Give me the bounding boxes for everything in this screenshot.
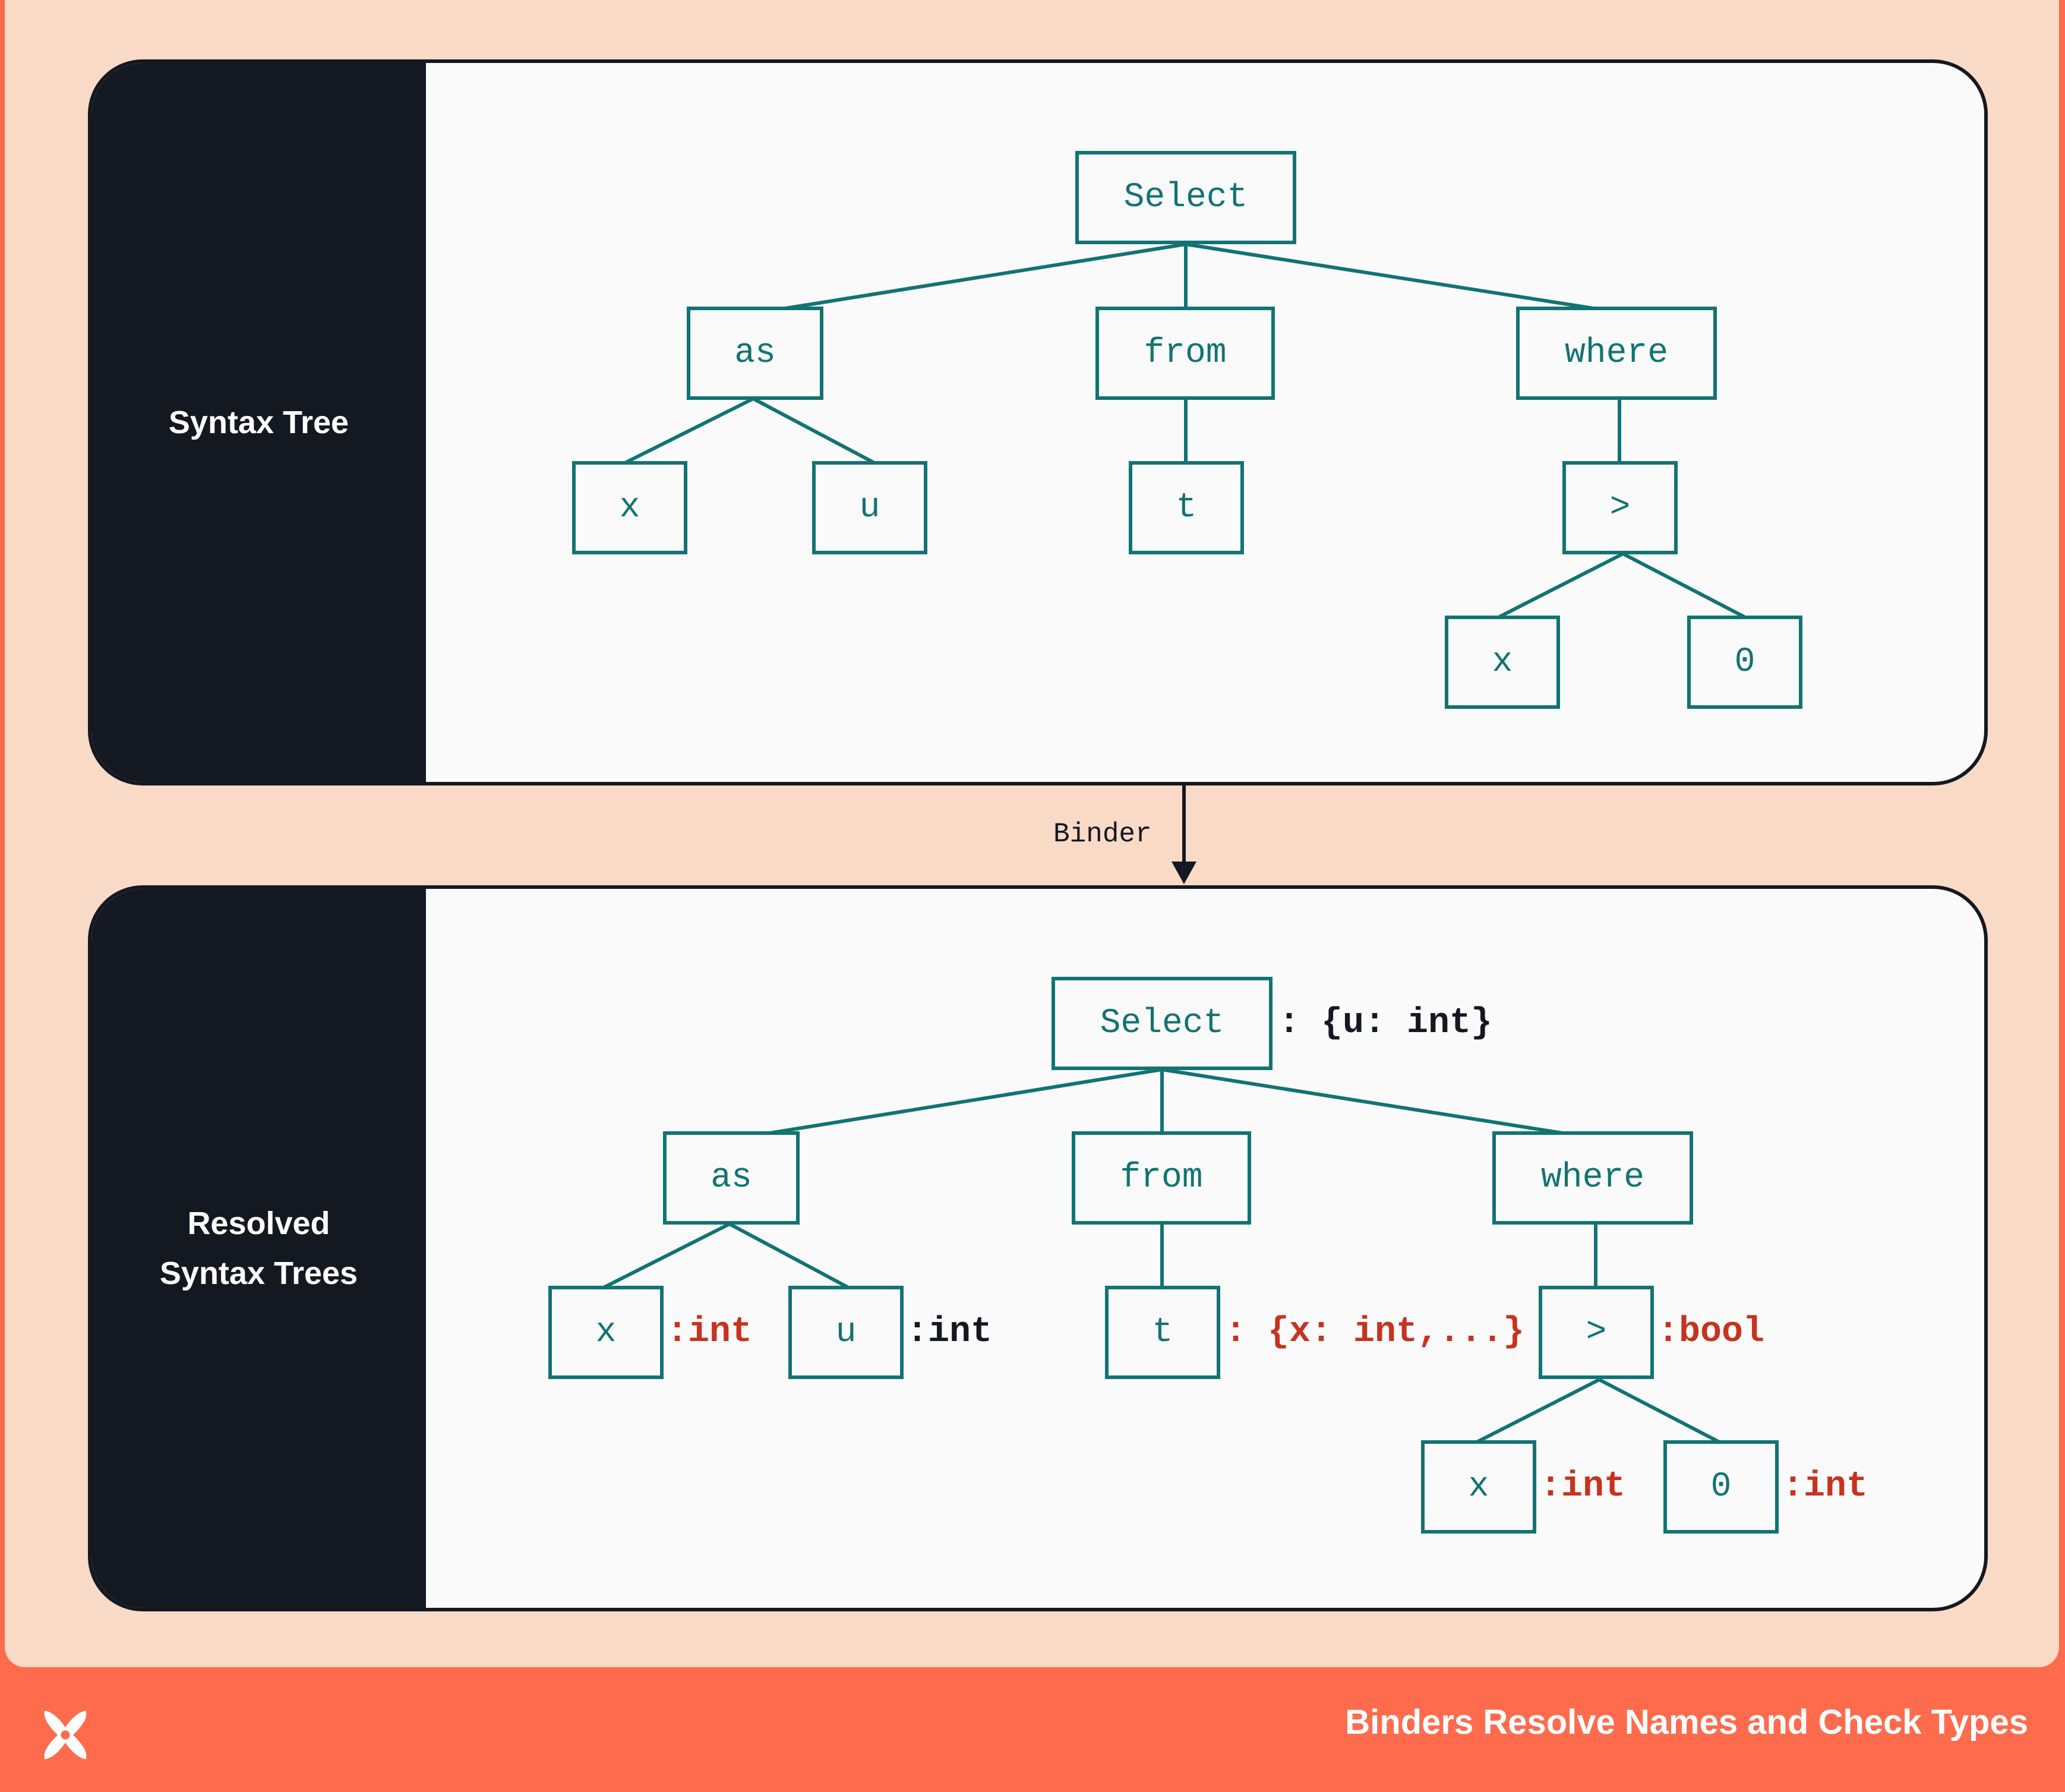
edge-select-as <box>736 1068 1163 1140</box>
binder-arrow <box>1172 785 1196 884</box>
resolved-tree-panel: Resolved Syntax Trees Select <box>88 885 1988 1611</box>
node-from: from <box>1095 307 1275 400</box>
node-zero: 0 <box>1687 616 1802 709</box>
node-gt: > <box>1562 461 1678 554</box>
node-x: x <box>572 461 687 554</box>
edge-as-u <box>728 1222 851 1290</box>
node-where: where <box>1516 307 1717 400</box>
resolved-tree-label: Resolved Syntax Trees <box>91 889 426 1608</box>
edge-gt-x <box>1474 1378 1600 1444</box>
node-x2: x <box>1445 616 1560 709</box>
type-u: :int <box>907 1312 993 1352</box>
type-t: : {x: int,...} <box>1225 1312 1525 1352</box>
node-gt: > <box>1539 1286 1654 1379</box>
footer-title: Binders Resolve Names and Check Types <box>1345 1703 2028 1741</box>
edge-as-x <box>625 397 754 464</box>
node-t: t <box>1129 461 1244 554</box>
binder-label: Binder <box>1053 819 1152 850</box>
node-x: x <box>548 1286 664 1379</box>
node-zero: 0 <box>1663 1440 1779 1534</box>
type-x2: :int <box>1540 1466 1626 1507</box>
node-from: from <box>1072 1131 1251 1225</box>
syntax-tree-panel: Syntax Tree Select a <box>88 59 1988 785</box>
edge-select-where <box>1185 242 1621 314</box>
syntax-tree-label: Syntax Tree <box>91 63 426 782</box>
syntax-tree: Select as from where x u t > x 0 <box>91 63 1984 782</box>
type-gt: :bool <box>1657 1312 1765 1352</box>
edge-as-x <box>601 1222 731 1290</box>
node-as: as <box>687 307 823 400</box>
node-select: Select <box>1075 151 1296 244</box>
edge-select-as <box>759 242 1186 314</box>
edge-as-u <box>752 397 874 464</box>
type-zero: :int <box>1782 1466 1868 1507</box>
node-where: where <box>1492 1131 1693 1225</box>
edge-gt-zero <box>1622 552 1745 619</box>
x-logo-icon <box>44 1710 87 1760</box>
node-select: Select <box>1052 977 1273 1070</box>
diagram-canvas: Syntax Tree Select a <box>5 0 2059 1667</box>
type-select: : {u: int} <box>1278 1003 1493 1043</box>
edge-gt-zero <box>1598 1378 1722 1444</box>
resolved-tree: Select as from where x u t > x 0 : {u: i… <box>91 889 1984 1608</box>
syntax-tree-edges <box>625 242 1745 619</box>
resolved-tree-edges <box>601 1068 1722 1444</box>
edge-select-where <box>1161 1068 1597 1140</box>
node-u: u <box>788 1286 904 1379</box>
node-u: u <box>812 461 927 554</box>
edge-gt-x <box>1498 552 1624 619</box>
node-t: t <box>1105 1286 1220 1379</box>
type-x: :int <box>667 1312 753 1352</box>
node-as: as <box>663 1131 800 1225</box>
node-x2: x <box>1421 1440 1536 1534</box>
